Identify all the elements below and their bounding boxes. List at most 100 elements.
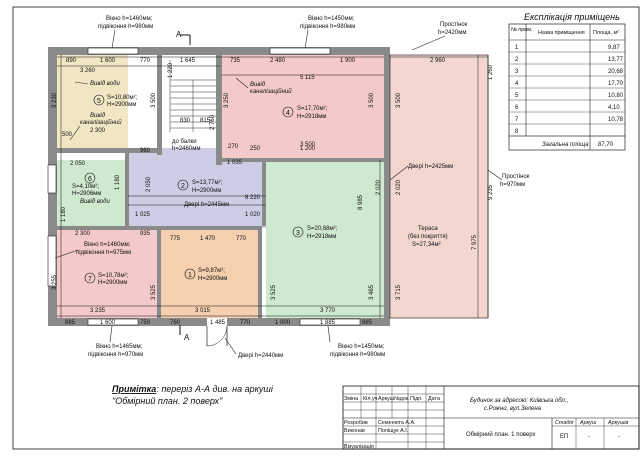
bottom-dimensions: 3 235 3 015 3 770 885 1 600 750 760 1 48…	[65, 236, 373, 326]
sheet-frame	[12, 6, 640, 450]
room-7-tag: 7 S=10,78м²; H=2900мм	[84, 272, 129, 286]
terrace-door-label: Двері h=2425мм	[408, 164, 453, 170]
room-3-area: S=20,68м²;	[307, 226, 338, 232]
dim-bot-8: 770	[240, 320, 251, 326]
section-mark-bottom: A	[179, 325, 190, 342]
explication-row-no: 1	[515, 45, 519, 51]
explication-row-area: 13,77	[608, 57, 624, 63]
top-window-1-sill: підвіконня h=980мм	[98, 24, 153, 30]
room-5-id: 5	[97, 98, 101, 105]
tb-role-vis: Візуалізація	[344, 444, 374, 450]
sewer-out-1-a: Вивід	[250, 82, 266, 88]
dimension-lines	[57, 55, 488, 318]
dim-right-0: 1 260	[488, 64, 494, 80]
tb-header-sheet: Аркуш	[378, 396, 394, 402]
dim-room1-r: 3 525	[271, 284, 277, 300]
dim-bot-1: 3 015	[195, 308, 211, 314]
rooms-fill	[57, 55, 488, 318]
explication-row-no: 2	[515, 57, 519, 63]
bottom-window-1-sill: підвіконня h=970мм	[88, 352, 143, 358]
dim-top2-1: 5 115	[300, 75, 315, 81]
water-out-1: Вивід води	[90, 81, 120, 87]
tb-stage-header: Стадія	[555, 420, 573, 426]
dim-in-13: 2 300	[75, 231, 91, 237]
dim-stair-1: 2 760	[210, 114, 216, 130]
top-dimensions: 890 1 600 770 1 645 735 2 480 1 900 2 96…	[66, 58, 446, 81]
dim-right-total: 9 235	[488, 184, 494, 200]
wall-room1-left	[157, 226, 161, 318]
room-1-height: H=2900мм	[198, 276, 227, 282]
dim-room5-h: 3 500	[151, 92, 157, 108]
wall-room3-left	[262, 160, 266, 226]
note-label: Примітка	[112, 384, 156, 394]
room-3-height: H=2918мм	[307, 234, 336, 240]
title-block: Зміна Кіл.уч Аркуш №док. Підп. Дата Розр…	[342, 385, 640, 450]
note-block: Примітка: переріз А-А див. на аркуші "Об…	[112, 384, 274, 406]
tb-header-doc: №док.	[394, 396, 410, 402]
dim-stair-0: 1 220	[168, 62, 174, 78]
room-6-tag: 6 S=4,10м²; H=2906мм	[72, 172, 101, 197]
dim-in-12: 2 300	[90, 128, 106, 134]
room-2-area: S=13,77м²;	[192, 180, 223, 186]
dim-room7-r: 3 525	[151, 284, 157, 300]
dim-in-1200: 1 200	[300, 146, 316, 152]
room-4-tag: 4 S=17,70м²; H=2918мм	[282, 106, 328, 120]
dim-in-4330: 3 500	[300, 142, 316, 148]
dim-top-3: 1 645	[180, 58, 196, 64]
left-window-sill: підвіконня h=975мм	[76, 250, 131, 256]
wall-right	[384, 47, 390, 326]
dim-top2-0: 3 260	[80, 68, 96, 74]
wall-top	[48, 47, 390, 55]
room-4-height: H=2918мм	[297, 114, 326, 120]
tb-address-2: с.Рожни, вул.Зелена	[484, 406, 542, 412]
explication-total-value: 87,70	[598, 142, 614, 148]
tb-sheet-header: Аркуш	[579, 420, 597, 426]
section-mark-top: A	[176, 30, 191, 45]
explication-row-area: 10,80	[608, 93, 624, 99]
room-5-area: S=10,80м²;	[107, 95, 138, 101]
explication-row-no: 6	[515, 105, 519, 111]
room-5-tag: 5 S=10,80м²; H=2900мм	[93, 94, 138, 108]
terrace-area: S=27,34м²	[412, 242, 441, 248]
terrace-tag: Тераса (без покриття) S=27,34м²	[408, 226, 448, 248]
dim-left-2: 1 180	[61, 206, 67, 222]
dim-room1-2: 770	[236, 236, 247, 242]
room-2-height: H=2900мм	[192, 188, 221, 194]
terrace-fill	[390, 55, 488, 318]
left-window-h: Вікно h=1460мм;	[84, 242, 131, 248]
room-6-fill	[57, 160, 127, 228]
explication-header-area: Площа, м²	[593, 30, 619, 36]
dim-in-14: 935	[140, 231, 151, 237]
tb-stage-value: ЕП	[560, 434, 568, 440]
explication-row-area: 4,10	[608, 105, 620, 111]
wall-room5-bottom	[57, 148, 157, 153]
dim-room3-door: 2 020	[376, 179, 382, 195]
dim-room4-l: 3 250	[224, 92, 230, 108]
tb-header-sign: Підп.	[410, 396, 423, 402]
dim-in-6: 8 220	[245, 195, 261, 201]
explication-row-no: 3	[515, 69, 519, 75]
dim-room1-1: 1 470	[200, 236, 216, 242]
tb-role-dev: Розробив	[344, 420, 368, 426]
dim-bot-3: 885	[65, 320, 76, 326]
dim-in-2: 1 035	[227, 160, 243, 166]
room-7-fill	[57, 228, 157, 318]
explication-row-no: 8	[515, 129, 519, 135]
top-window-1-h: Вікно h=1460мм;	[106, 16, 153, 22]
staircase	[169, 60, 216, 132]
dim-top-7: 2 960	[430, 58, 446, 64]
tb-sheet-value: -	[588, 434, 590, 440]
dim-bot-11: 885	[362, 320, 373, 326]
top-window-2-sill: підвіконня h=980мм	[300, 24, 355, 30]
dim-room6-h: 1 180	[115, 174, 121, 190]
dim-top-0: 890	[66, 58, 77, 64]
wall-room1-right	[258, 226, 262, 318]
tb-name-exec: Поліщук А.І.	[378, 428, 408, 434]
dim-bot-2: 3 770	[320, 308, 336, 314]
right-opening-label: Простінок	[502, 174, 530, 180]
explication-row-area: 10,78	[608, 117, 624, 123]
explication-row-no: 7	[515, 117, 519, 123]
bottom-window-1-h: Вікно h=1465мм;	[96, 344, 143, 350]
